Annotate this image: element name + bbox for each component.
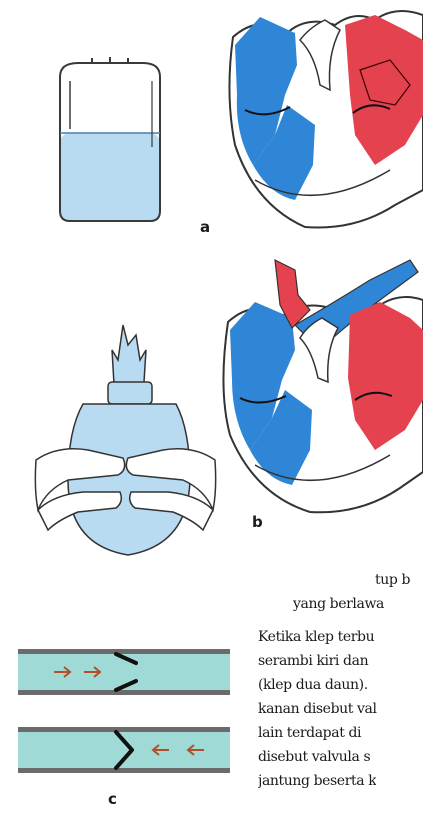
body-line-5: lain terdapat di <box>258 725 361 741</box>
text-fragment-2: yang berlawa <box>293 596 384 612</box>
text-fragment-1: tup b <box>375 572 410 588</box>
valve-vessel-bottom <box>18 725 230 777</box>
body-line-6: disebut valvula s <box>258 749 370 765</box>
body-line-3: (klep dua daun). <box>258 677 368 693</box>
figure-label-c: c <box>108 790 117 808</box>
body-line-1: Ketika klep terbu <box>258 629 374 645</box>
body-line-7: jantung beserta k <box>258 773 376 789</box>
body-line-4: kanan disebut val <box>258 701 377 717</box>
valve-vessel-top <box>18 647 230 699</box>
body-line-2: serambi kiri dan <box>258 653 368 669</box>
